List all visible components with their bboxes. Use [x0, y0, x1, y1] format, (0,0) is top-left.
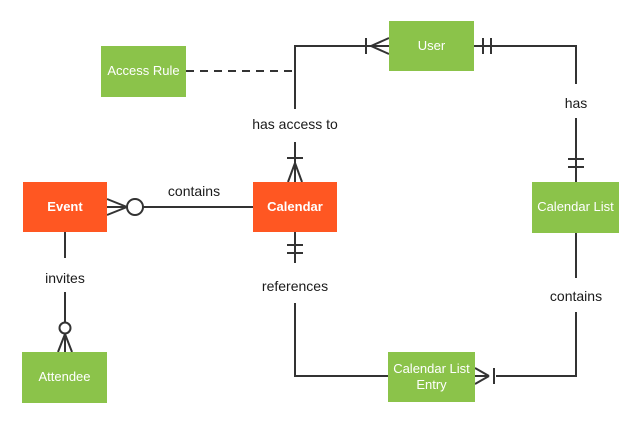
entity-user[interactable]: User: [389, 21, 474, 71]
relationship-label-has-access-to: has access to: [252, 116, 338, 132]
connector-user-calendar: [287, 37, 390, 183]
crow-foot-many-icon: [287, 162, 303, 183]
entity-calendar-list-label: Calendar List: [537, 199, 614, 215]
entity-calendar-label: Calendar: [267, 198, 323, 214]
entity-access-rule[interactable]: Access Rule: [101, 46, 186, 97]
entity-user-label: User: [417, 37, 446, 53]
entity-calendar-list[interactable]: Calendar List: [532, 182, 619, 233]
crow-foot-many-icon: [370, 37, 390, 55]
one-bar-icon: [482, 38, 492, 54]
crow-foot-many-icon: [57, 333, 73, 353]
connector-event-attendee: [57, 232, 73, 353]
entity-calendar[interactable]: Calendar: [253, 182, 337, 232]
connector-calendar-event: [106, 198, 253, 216]
zero-circle-icon: [58, 321, 72, 335]
connector-calendar-cle: [287, 232, 388, 377]
one-bar-icon: [287, 244, 303, 254]
crow-foot-many-icon: [106, 198, 128, 216]
entity-event-label: Event: [47, 198, 83, 214]
connector-user-calendarlist: [474, 38, 584, 182]
entity-calendar-list-entry[interactable]: Calendar List Entry: [388, 352, 475, 402]
connector-calendarlist-cle: [474, 233, 577, 385]
entity-event[interactable]: Event: [23, 182, 107, 232]
relationship-label-invites: invites: [45, 270, 85, 286]
entity-attendee-label: Attendee: [38, 369, 91, 385]
entity-access-rule-label: Access Rule: [107, 63, 180, 79]
entity-attendee[interactable]: Attendee: [22, 352, 107, 403]
entity-calendar-list-entry-label: Calendar List Entry: [393, 360, 470, 392]
crow-foot-many-icon: [474, 367, 490, 385]
relationship-label-contains-entries: contains: [549, 288, 603, 304]
relationship-label-contains-events: contains: [167, 183, 221, 199]
relationship-label-has: has: [564, 95, 588, 111]
one-bar-icon: [568, 158, 584, 168]
zero-circle-icon: [126, 198, 144, 216]
relationship-label-references: references: [261, 278, 329, 294]
